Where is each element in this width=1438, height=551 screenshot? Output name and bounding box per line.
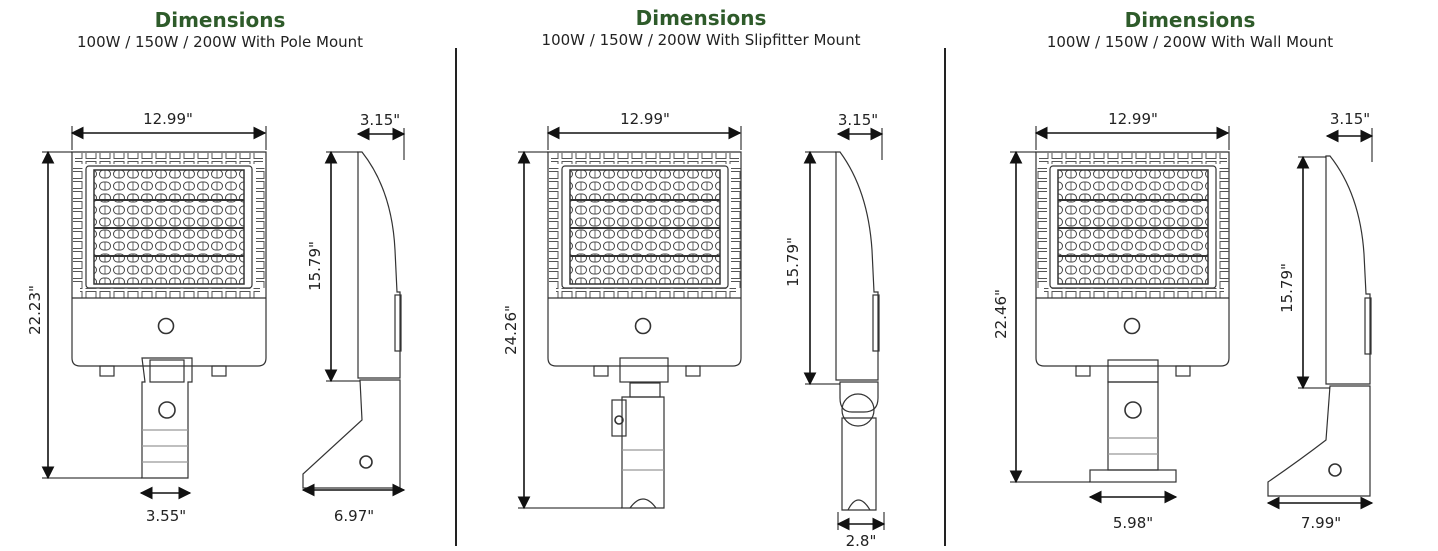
pole-mount-front-view (71, 151, 267, 479)
panel-subtitle: 100W / 150W / 200W With Slipfitter Mount (541, 31, 861, 49)
panel-title: Dimensions (1124, 8, 1256, 32)
wall-mount-dimension-lines (1009, 126, 1374, 510)
wall-mount-dimension-labels: 12.99" 3.15" 15.79" 22.46" 5.98" 7.99" (992, 110, 1370, 532)
slipfitter-depth-label: 3.15" (838, 111, 878, 129)
pole-mount-dimension-labels: 12.99" 3.15" 15.79" 22.23" 3.55" 6.97" (26, 110, 400, 525)
slipfitter-width-label: 12.99" (620, 110, 670, 128)
panel-slipfitter-heading: Dimensions 100W / 150W / 200W With Slipf… (491, 6, 911, 50)
wall-total-height-label: 22.46" (992, 289, 1010, 339)
panel-subtitle: 100W / 150W / 200W With Pole Mount (76, 33, 364, 51)
panel-wall-heading: Dimensions 100W / 150W / 200W With Wall … (980, 8, 1400, 52)
pole-mount-side-view (302, 151, 402, 489)
wall-mount-side-view (1267, 155, 1372, 497)
slipfitter-mount-side-view (835, 151, 880, 511)
wall-mount-width-label: 5.98" (1113, 514, 1153, 532)
pole-total-height-label: 22.23" (26, 285, 44, 335)
slipfitter-mount-front-view (547, 151, 742, 509)
wall-body-height-label: 15.79" (1278, 263, 1296, 313)
slipfitter-mount-dimension-lines (517, 126, 886, 531)
pole-width-label: 12.99" (143, 110, 193, 128)
panel-title: Dimensions (154, 8, 286, 32)
panel-divider (455, 48, 457, 546)
wall-mount-front-view (1035, 151, 1230, 483)
wall-mount-depth-label: 7.99" (1301, 514, 1341, 532)
slipfitter-body-height-label: 15.79" (784, 237, 802, 287)
panel-divider (944, 48, 946, 546)
wall-depth-label: 3.15" (1330, 110, 1370, 128)
slipfitter-total-height-label: 24.26" (502, 305, 520, 355)
pole-body-height-label: 15.79" (306, 241, 324, 291)
slipfitter-mount-width-label: 2.8" (846, 532, 877, 550)
panel-pole-heading: Dimensions 100W / 150W / 200W With Pole … (10, 8, 430, 52)
panel-subtitle: 100W / 150W / 200W With Wall Mount (1046, 33, 1334, 51)
pole-mount-dimension-lines (41, 126, 406, 500)
pole-mount-width-label: 3.55" (146, 507, 186, 525)
pole-depth-label: 3.15" (360, 111, 400, 129)
panel-title: Dimensions (635, 6, 767, 30)
slipfitter-mount-dimension-labels: 12.99" 3.15" 15.79" 24.26" 2.8" (502, 110, 878, 550)
pole-mount-depth-label: 6.97" (334, 507, 374, 525)
wall-width-label: 12.99" (1108, 110, 1158, 128)
